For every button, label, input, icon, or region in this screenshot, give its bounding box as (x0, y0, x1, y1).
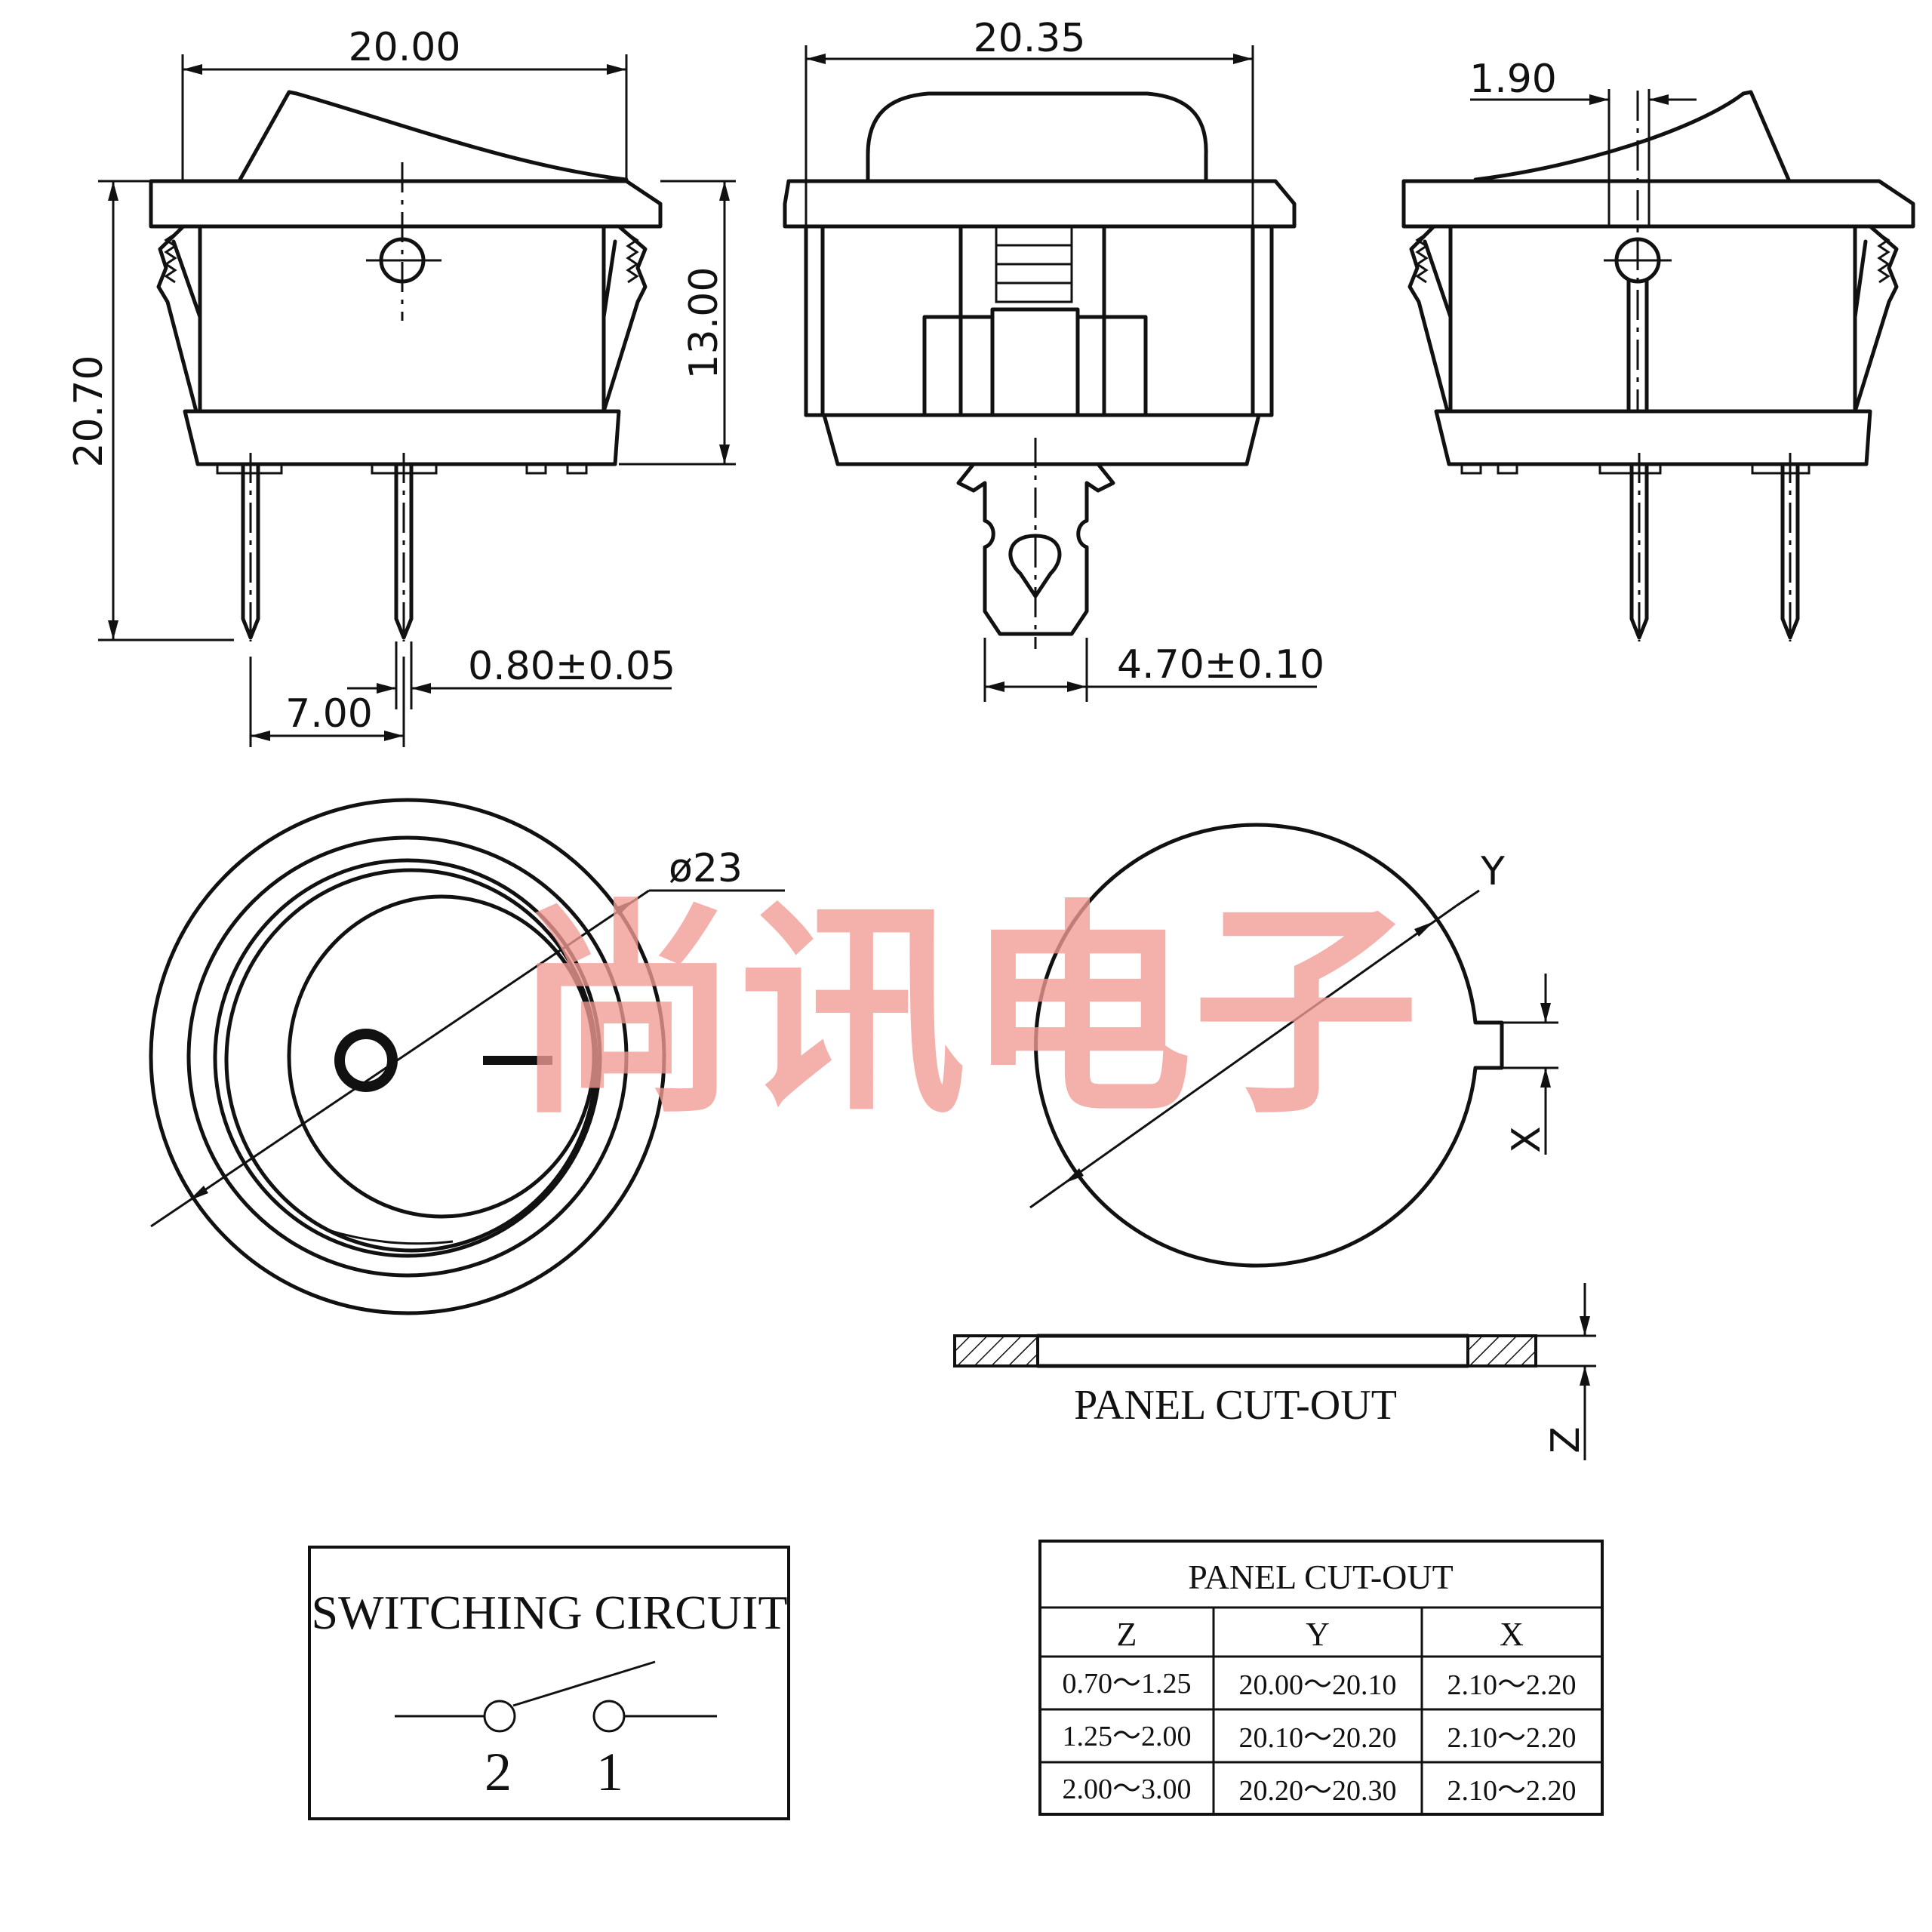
switching-circuit-box: SWITCHING CIRCUIT 2 1 (308, 1546, 790, 1820)
dim-terminal-width: 4.70±0.10 (1117, 642, 1324, 688)
cutout-table: PANEL CUT-OUT Z Y X 0.70～1.25 20.00～20.1… (1038, 1540, 1604, 1816)
side-dimensions: 20.35 4.70±0.10 (804, 16, 1324, 702)
front-dimensions: 20.00 20.70 13.00 0.80±0.05 7.00 (66, 25, 736, 747)
top-view: ø23 (149, 798, 785, 1315)
dim-total-height: 20.70 (66, 355, 112, 468)
table-cell: 2.10～2.20 (1447, 1775, 1576, 1807)
cutout-label-z: Z (1543, 1426, 1589, 1454)
back-dimensions: 1.90 (1469, 57, 1697, 226)
dim-front-width: 20.00 (349, 25, 461, 70)
switching-circuit-title: SWITCHING CIRCUIT (311, 1586, 787, 1639)
side-view (783, 91, 1297, 649)
dim-body-height: 13.00 (681, 267, 727, 380)
table-header-x: X (1500, 1616, 1524, 1653)
dim-side-width: 20.35 (974, 16, 1086, 61)
table-cell: 2.10～2.20 (1447, 1722, 1576, 1754)
dim-offset: 1.90 (1469, 57, 1557, 102)
dim-pin-thickness: 0.80±0.05 (468, 644, 675, 689)
table-cell: 0.70～1.25 (1062, 1668, 1191, 1700)
panel-section: Z PANEL CUT-OUT (953, 1283, 1596, 1460)
table-title: PANEL CUT-OUT (1188, 1558, 1453, 1596)
back-view (1401, 90, 1915, 641)
cutout-label-x: X (1504, 1126, 1549, 1153)
watermark: 尚讯电子 (513, 878, 1419, 1144)
dim-pin-spacing: 7.00 (285, 691, 373, 737)
terminal-2-label: 2 (485, 1742, 512, 1802)
table-header-z: Z (1117, 1616, 1137, 1653)
table-header-y: Y (1306, 1616, 1330, 1653)
table-cell: 20.00～20.10 (1238, 1669, 1396, 1701)
cutout-view: Y X (1029, 823, 1558, 1268)
table-cell: 1.25～2.00 (1062, 1721, 1191, 1752)
off-mark (483, 1056, 552, 1065)
table-cell: 2.00～3.00 (1062, 1774, 1191, 1805)
panel-cutout-caption: PANEL CUT-OUT (1074, 1382, 1397, 1429)
dim-diameter: ø23 (669, 846, 743, 891)
table-cell: 20.20～20.30 (1238, 1775, 1396, 1807)
table-cell: 20.10～20.20 (1238, 1722, 1396, 1754)
front-view (149, 90, 663, 641)
terminal-1-label: 1 (596, 1742, 623, 1802)
table-cell: 2.10～2.20 (1447, 1669, 1576, 1701)
cutout-label-y: Y (1480, 849, 1505, 894)
